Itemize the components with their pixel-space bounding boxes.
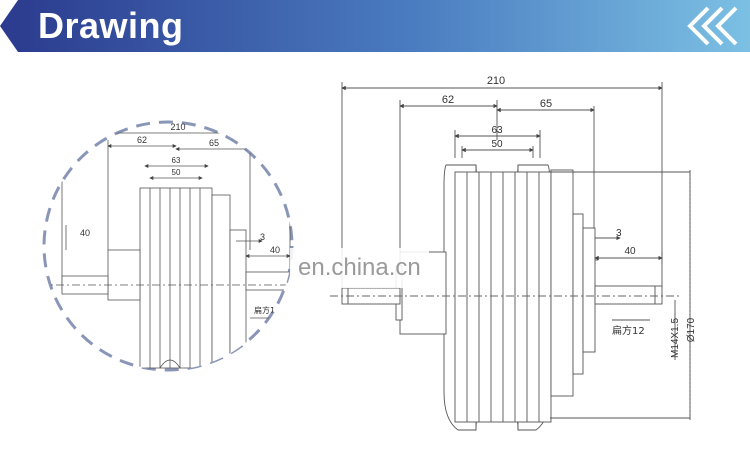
main-dimension-labels: 210 62 65 63 50 3 40 扁方12 Ø170 M14X1.5 xyxy=(442,75,697,358)
zoom-dim-62-label: 62 xyxy=(137,135,147,145)
dim-63-label: 63 xyxy=(491,125,503,136)
dim-65-label: 65 xyxy=(540,98,552,110)
page-title: Drawing xyxy=(38,5,184,46)
zoom-dim-3-label: 3 xyxy=(260,232,265,242)
zoom-detail: 210 62 65 63 50 40 3 40 扁方12 xyxy=(42,120,294,372)
dim-50-label: 50 xyxy=(491,139,503,150)
drawing-canvas: 210 62 65 63 50 3 40 扁方12 Ø170 M14X1.5 xyxy=(42,75,697,431)
keyway-label: 扁方12 xyxy=(612,324,645,337)
watermark-text: en.china.cn xyxy=(290,248,429,288)
dim-62-label: 62 xyxy=(442,94,454,106)
main-motor-drawing xyxy=(330,82,691,431)
header-banner: Drawing xyxy=(0,0,750,52)
zoom-dim-65-label: 65 xyxy=(209,138,219,148)
thread-label: M14X1.5 xyxy=(670,318,681,358)
dim-40-label: 40 xyxy=(624,246,636,257)
zoom-keyway-label: 扁方12 xyxy=(254,305,280,315)
zoom-dim-40-left-label: 40 xyxy=(80,228,90,238)
chevron-icon xyxy=(687,6,738,46)
diameter-label: Ø170 xyxy=(686,317,697,342)
technical-drawing: 210 62 65 63 50 3 40 扁方12 Ø170 M14X1.5 xyxy=(0,52,750,450)
zoom-dim-63-label: 63 xyxy=(172,156,181,165)
zoom-dim-210-label: 210 xyxy=(170,122,185,132)
banner-background xyxy=(0,0,750,52)
zoom-dim-50-label: 50 xyxy=(172,168,181,177)
dim-3-label: 3 xyxy=(616,228,622,239)
zoom-dim-40-label: 40 xyxy=(270,245,280,255)
dim-210-label: 210 xyxy=(487,75,505,87)
